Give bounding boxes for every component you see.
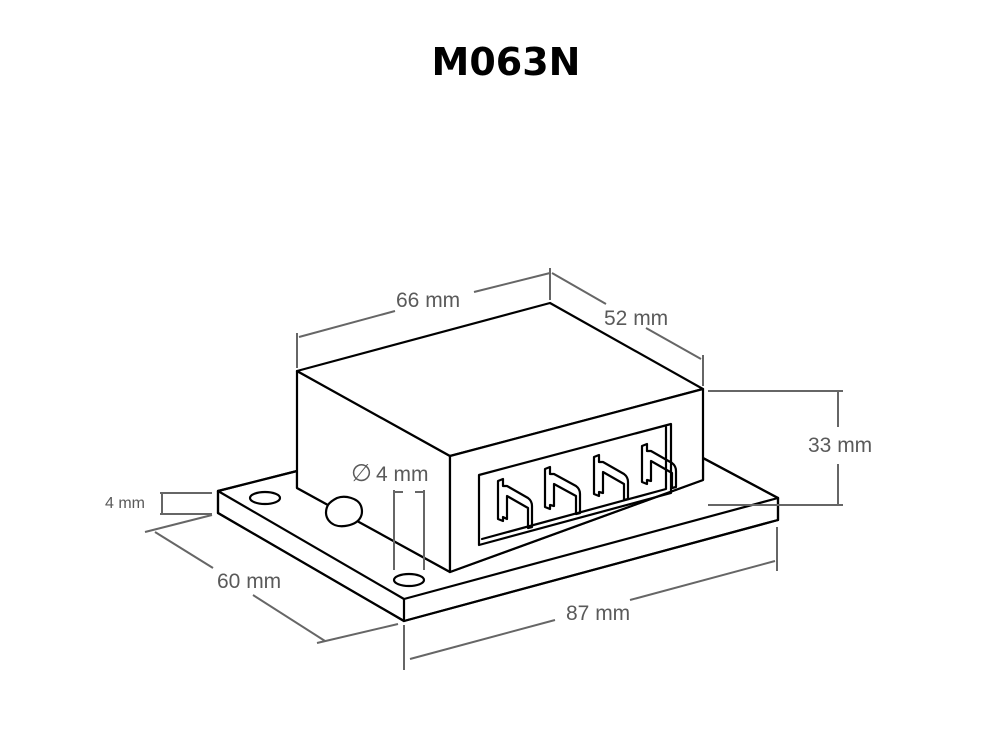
terminals xyxy=(496,442,678,530)
base-plate xyxy=(216,456,780,623)
diameter-icon: ∅ xyxy=(351,460,372,487)
enclosure-box xyxy=(295,301,705,574)
dimension-lines xyxy=(144,268,843,670)
label-plate-thickness: 4 mm xyxy=(105,495,145,512)
cable-grommet xyxy=(324,495,363,528)
mounting-hole-front xyxy=(392,572,426,588)
mounting-hole-left xyxy=(248,490,282,506)
terminal-1 xyxy=(496,477,534,530)
label-height: 33 mm xyxy=(808,434,872,457)
page-title: M063N xyxy=(431,40,581,84)
label-plate-length: 87 mm xyxy=(566,602,630,625)
label-plate-width: 60 mm xyxy=(217,570,281,593)
label-hole-diameter: 4 mm xyxy=(376,463,429,486)
terminal-3 xyxy=(592,453,630,502)
label-length-top: 66 mm xyxy=(396,289,460,312)
terminal-4 xyxy=(640,442,678,490)
terminal-2 xyxy=(543,465,582,516)
label-depth-top: 52 mm xyxy=(604,307,668,330)
